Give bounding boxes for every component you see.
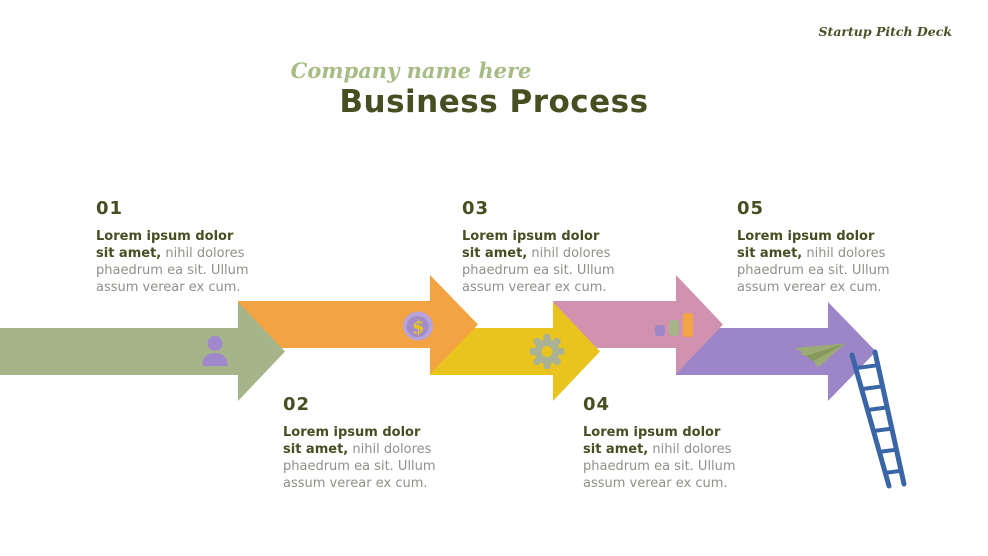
arrow-step-2 — [238, 275, 478, 374]
step-body: nihil dolores phaedrum ea sit. Ullum ass… — [283, 442, 436, 491]
bar-chart-icon — [655, 313, 693, 337]
page-title: Business Process — [339, 84, 649, 120]
paper-plane-icon — [794, 343, 845, 368]
step-lead: Lorem ipsum dolor sit amet, — [583, 425, 721, 457]
arrow-step-4 — [553, 275, 723, 374]
step-description: Lorem ipsum dolor sit amet, nihil dolore… — [737, 228, 895, 296]
dollar-sign: $ — [410, 316, 427, 339]
step-lead: Lorem ipsum dolor sit amet, — [462, 229, 600, 261]
step-number: 04 — [583, 394, 611, 415]
step-body: nihil dolores phaedrum ea sit. Ullum ass… — [583, 442, 736, 491]
process-step-1: 01 Lorem ipsum dolor sit amet, nihil dol… — [96, 198, 254, 296]
step-description: Lorem ipsum dolor sit amet, nihil dolore… — [283, 424, 441, 492]
step-body: nihil dolores phaedrum ea sit. Ullum ass… — [96, 246, 249, 295]
process-step-3: 03 Lorem ipsum dolor sit amet, nihil dol… — [462, 198, 620, 296]
ladder-icon — [849, 349, 907, 489]
step-lead: Lorem ipsum dolor sit amet, — [737, 229, 875, 261]
step-description: Lorem ipsum dolor sit amet, nihil dolore… — [96, 228, 254, 296]
step-number: 05 — [737, 198, 765, 219]
arrow-step-5 — [676, 302, 876, 401]
process-step-2: 02 Lorem ipsum dolor sit amet, nihil dol… — [283, 394, 441, 492]
process-step-4: 04 Lorem ipsum dolor sit amet, nihil dol… — [583, 394, 741, 492]
deck-name-label: Startup Pitch Deck — [818, 24, 952, 39]
arrow-step-1 — [0, 302, 285, 401]
step-lead: Lorem ipsum dolor sit amet, — [283, 425, 421, 457]
arrow-step-3 — [430, 302, 600, 401]
step-number: 01 — [96, 198, 124, 219]
step-body: nihil dolores phaedrum ea sit. Ullum ass… — [462, 246, 615, 295]
user-icon — [202, 336, 228, 366]
company-name: Company name here — [290, 58, 532, 83]
step-number: 03 — [462, 198, 490, 219]
step-lead: Lorem ipsum dolor sit amet, — [96, 229, 234, 261]
dollar-coin-icon: $ — [403, 311, 433, 341]
process-step-5: 05 Lorem ipsum dolor sit amet, nihil dol… — [737, 198, 895, 296]
step-description: Lorem ipsum dolor sit amet, nihil dolore… — [583, 424, 741, 492]
step-number: 02 — [283, 394, 311, 415]
gear-icon — [529, 334, 565, 369]
step-body: nihil dolores phaedrum ea sit. Ullum ass… — [737, 246, 890, 295]
step-description: Lorem ipsum dolor sit amet, nihil dolore… — [462, 228, 620, 296]
